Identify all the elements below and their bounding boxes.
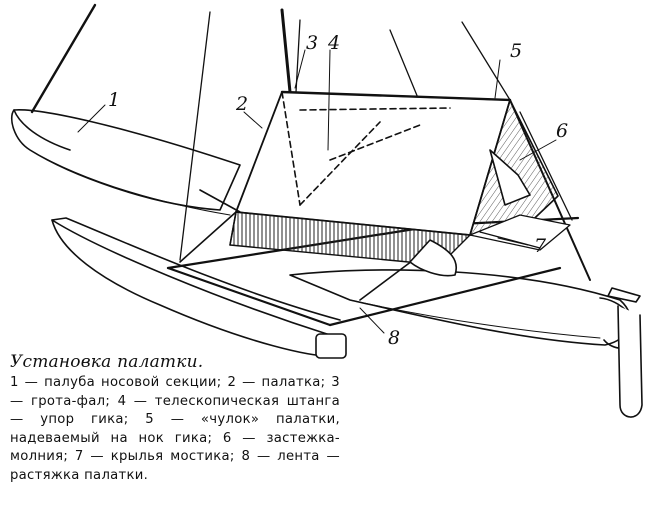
callout-8: 8 [388, 327, 400, 349]
caption-body: 1 — палуба носовой секции; 2 — палатка; … [10, 375, 340, 483]
callout-1: 1 [108, 89, 120, 111]
callout-5: 5 [510, 40, 522, 62]
bow-deck-section [10, 109, 241, 216]
callout-6: 6 [556, 120, 568, 142]
callout-7: 7 [534, 235, 547, 257]
callout-3: 3 [306, 32, 318, 54]
leader-lines [77, 49, 557, 334]
bridge-wings [469, 214, 571, 251]
callout-2: 2 [235, 93, 248, 115]
figure-caption: Установка палатки. 1 — палуба носовой се… [10, 352, 340, 486]
right-float [289, 269, 643, 418]
left-float [51, 217, 347, 359]
callout-4: 4 [327, 32, 340, 54]
caption-title: Установка палатки. [10, 352, 204, 372]
tent [179, 90, 559, 301]
